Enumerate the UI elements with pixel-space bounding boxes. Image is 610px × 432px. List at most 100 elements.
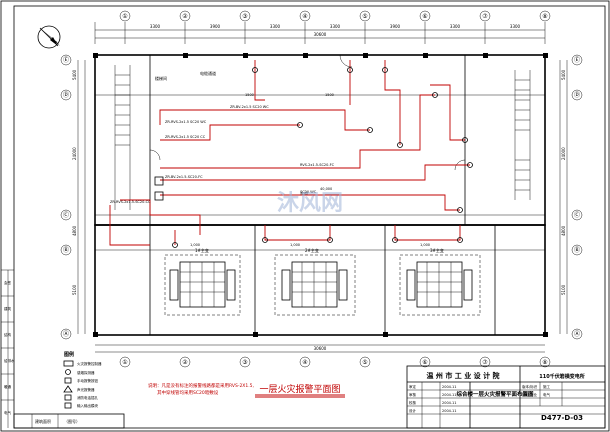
transformer-2: 2#主变 xyxy=(274,247,356,316)
cable-label: ZR-RVS-2x1.5 SC20 CC xyxy=(165,135,206,139)
transformer-3: 3#主变 xyxy=(399,247,481,316)
role-label: 审定 xyxy=(409,384,417,389)
north-arrow-icon xyxy=(37,25,61,49)
cable-routes xyxy=(109,60,470,246)
sheet-label: （图号） xyxy=(64,418,80,424)
room-label: 3#主变 xyxy=(430,247,444,253)
dim-label: 1,000 xyxy=(420,243,430,247)
bottom-left-block: 建筑面积 （图号） xyxy=(13,413,125,429)
axis-label: ⑦ xyxy=(482,13,488,20)
detector-icons xyxy=(154,67,473,248)
notes-line-1: 说明：凡是没有标注的报警线路都是采用RVS-2X1.5, xyxy=(148,382,254,389)
axis-label: Ⓑ xyxy=(63,246,69,254)
drawing-number: D477-D-03 xyxy=(541,414,583,422)
role-label: 设计 xyxy=(409,408,417,413)
room-label: 电缆通道 xyxy=(200,70,216,76)
cable-label: ZR-RVS-2x1.5-SC20-CC xyxy=(110,200,151,204)
legend-item: 声光报警器 xyxy=(77,387,95,392)
cable-label: SC20 WC xyxy=(300,190,317,194)
legend-title: 图例 xyxy=(64,351,74,358)
company-name: 温 州 市 工 业 设 计 院 xyxy=(426,371,499,380)
dim-label: 24000 xyxy=(72,147,77,160)
dim-label: 3300 xyxy=(270,24,281,29)
strip-label: 建筑 xyxy=(4,306,11,311)
dim-label: 24000 xyxy=(561,147,566,160)
axis-label: Ⓔ xyxy=(63,56,69,64)
dim-label: 3300 xyxy=(150,24,161,29)
axis-label: Ⓔ xyxy=(574,56,580,64)
cable-label: RVS-2x1.5-SC20-FC xyxy=(300,163,335,167)
stage-value: 阶段/专业 xyxy=(522,392,538,397)
dim-label: 3300 xyxy=(450,24,461,29)
stage-label: 施工 xyxy=(543,384,551,389)
axis-label: Ⓐ xyxy=(574,330,580,338)
bottom-axis: ① ② ③ ④ ⑤ ⑥ ⑦ ⑧ 30600 xyxy=(95,344,551,368)
drawing-title-text: 一层火灾报警平面图 xyxy=(259,383,340,395)
dim-label: 1,000 xyxy=(190,243,200,247)
cable-label: ZR-BV-2x1.5 SC20 WC xyxy=(230,105,269,109)
project-name: 110千伏箬横变电所 xyxy=(539,373,584,380)
legend-item: 输入输出模块 xyxy=(77,403,98,408)
left-axis: Ⓔ Ⓓ Ⓒ Ⓑ Ⓐ 5400 24000 4800 5100 xyxy=(60,54,86,340)
axis-label: ⑤ xyxy=(362,359,367,366)
area-label: 建筑面积 xyxy=(35,418,51,424)
notes-line-2: 其中穿线管均采用SC20暗敷设 xyxy=(157,389,219,396)
strip-label: 电气 xyxy=(4,410,11,415)
axis-label: Ⓒ xyxy=(574,211,580,219)
legend-item: 感烟探测器 xyxy=(77,370,95,375)
dim-total: 30600 xyxy=(314,32,327,37)
drawing-title: 一层火灾报警平面图 xyxy=(255,383,345,398)
dim-label: 1,000 xyxy=(290,243,300,247)
axis-label: Ⓑ xyxy=(574,246,580,254)
dim-total: 30600 xyxy=(314,346,327,351)
strip-label: 结构 xyxy=(4,332,11,337)
date-value: 2004.11 xyxy=(442,393,456,397)
axis-label: ⑧ xyxy=(542,359,547,366)
inner-frame xyxy=(13,5,606,429)
role-label: 校核 xyxy=(409,400,417,405)
axis-label: ① xyxy=(122,13,127,20)
drawing-name: 综合楼一层火灾报警平面布置图 xyxy=(456,390,534,398)
cable-label: ZR-RVS-2x1.5 SC20 WC xyxy=(165,120,207,124)
strip-label: 会签 xyxy=(4,280,11,285)
axis-label: ② xyxy=(182,359,188,366)
axis-label: ③ xyxy=(242,359,247,366)
dim-label: 4800 xyxy=(561,225,566,236)
axis-label: Ⓒ xyxy=(63,211,69,219)
dim-label: 4800 xyxy=(72,225,77,236)
date-value: 2004.11 xyxy=(442,385,456,389)
axis-label: Ⓓ xyxy=(63,91,69,99)
dim-label: 3300 xyxy=(510,24,521,29)
dim-label: 3900 xyxy=(390,24,401,29)
legend-item: 手动报警按钮 xyxy=(77,378,98,383)
dim-label: 5400 xyxy=(561,69,566,80)
axis-label: ⑦ xyxy=(482,359,488,366)
room-label: 走道 xyxy=(300,190,308,196)
dim-label: 5400 xyxy=(72,69,77,80)
legend-item: 火灾报警控制器 xyxy=(77,361,102,366)
cable-labels: ZR-BV-2x1.5 SC20 WC ZR-RVS-2x1.5 SC20 WC… xyxy=(110,93,430,247)
date-value: 2004.11 xyxy=(442,409,456,413)
strip-label: 暖通 xyxy=(4,384,11,389)
axis-label: ④ xyxy=(302,13,307,20)
axis-label: ④ xyxy=(302,359,307,366)
room-label: 2#主变 xyxy=(305,247,319,253)
axis-label: ⑥ xyxy=(422,13,427,20)
dim-label: 40,000 xyxy=(320,187,332,191)
right-axis: Ⓔ Ⓓ Ⓒ Ⓑ Ⓐ 5400 24000 4800 5100 xyxy=(559,54,583,340)
title-block: 温 州 市 工 业 设 计 院 110千伏箬横变电所 审定 审核 校核 设计 2… xyxy=(406,365,606,429)
legend: 图例 火灾报警控制器 感烟探测器 手动报警按钮 声光报警器 消防电话插孔 输入输… xyxy=(63,351,102,409)
room-label: 楼梯间 xyxy=(155,75,167,81)
top-axis: ① ② ③ ④ ⑤ ⑥ ⑦ ⑧ 3300 3900 3300 3300 3900… xyxy=(94,10,551,44)
transformer-1: 1#主变 xyxy=(164,247,241,316)
dim-label: 3900 xyxy=(210,24,221,29)
dim-label: 1500 xyxy=(245,93,254,97)
legend-item: 消防电话插孔 xyxy=(77,395,98,400)
role-label: 审核 xyxy=(409,392,417,397)
cable-label: ZR-BV-2x1.5-SC20-FC xyxy=(165,175,203,179)
stage-label: 电气 xyxy=(543,392,551,397)
dim-label: 5100 xyxy=(72,284,77,295)
axis-label: ⑤ xyxy=(362,13,367,20)
